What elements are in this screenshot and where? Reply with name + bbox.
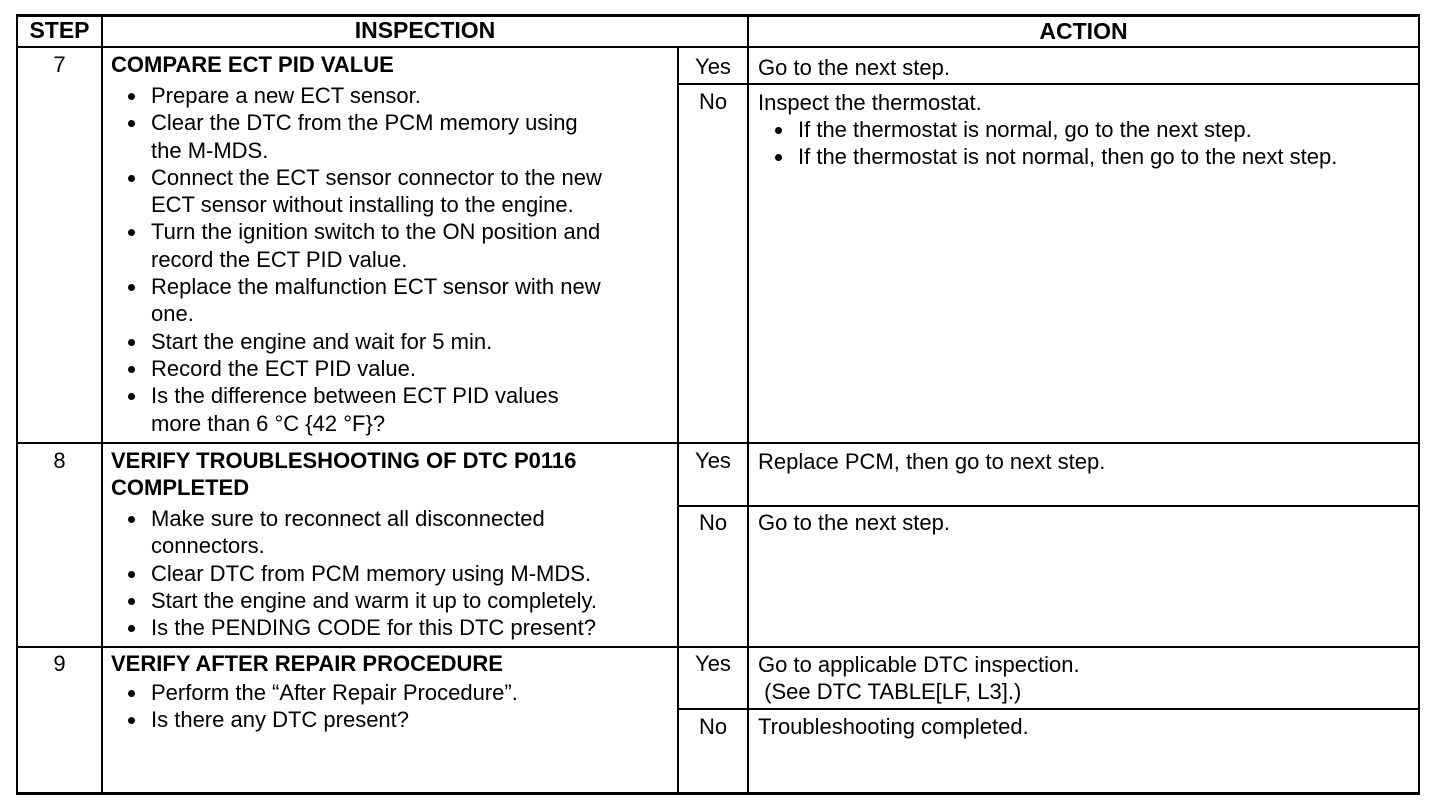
action-bullet: If the thermostat is not normal, then go… <box>758 143 1337 170</box>
table-border-top <box>16 14 1420 17</box>
table-border-bottom <box>16 792 1420 795</box>
inspection-bullet: Start the engine and wait for 5 min. <box>111 328 602 355</box>
row-8-yes-no-rule <box>677 505 1420 507</box>
inspection-bullet-list: Perform the “After Repair Procedure”. Is… <box>111 679 518 734</box>
row-7-bottom-rule <box>16 442 1420 444</box>
inspection-title: COMPARE ECT PID VALUE <box>111 52 394 77</box>
no-label: No <box>698 714 728 739</box>
inspection-bullet: Connect the ECT sensor connector to the … <box>111 164 602 219</box>
inspection-bullet: Is the difference between ECT PID values… <box>111 382 602 437</box>
inspection-bullet: Is the PENDING CODE for this DTC present… <box>111 614 597 641</box>
inspection-title: COMPLETED <box>111 475 250 500</box>
yes-label: Yes <box>695 651 731 676</box>
action-column-divider <box>747 14 749 795</box>
inspection-bullet: Prepare a new ECT sensor. <box>111 82 602 109</box>
inspection-bullet: Clear DTC from PCM memory using M-MDS. <box>111 560 597 587</box>
yesno-column-divider <box>677 48 679 795</box>
header-inspection: INSPECTION <box>354 17 496 43</box>
yes-action-reference: (See DTC TABLE[LF, L3].) <box>758 679 1022 704</box>
no-label: No <box>698 89 728 114</box>
step-number: 9 <box>53 651 66 676</box>
step-number: 7 <box>53 52 66 77</box>
yes-action: Go to applicable DTC inspection. <box>758 652 1080 677</box>
inspection-title: VERIFY AFTER REPAIR PROCEDURE <box>111 651 503 676</box>
inspection-bullet: Record the ECT PID value. <box>111 355 602 382</box>
no-action-bullet-list: If the thermostat is normal, go to the n… <box>758 116 1337 171</box>
no-label: No <box>698 510 728 535</box>
inspection-title: VERIFY TROUBLESHOOTING OF DTC P0116 <box>111 448 577 473</box>
row-7-yes-no-rule <box>677 83 1420 85</box>
yes-action: Go to the next step. <box>758 55 951 80</box>
header-action: ACTION <box>1039 18 1128 44</box>
yes-action: Replace PCM, then go to next step. <box>758 449 1106 474</box>
action-bullet: If the thermostat is normal, go to the n… <box>758 116 1337 143</box>
inspection-bullet: Turn the ignition switch to the ON posit… <box>111 218 602 273</box>
header-bottom-rule <box>16 46 1420 48</box>
row-8-bottom-rule <box>16 646 1420 648</box>
no-action: Inspect the thermostat. <box>758 90 982 115</box>
no-action: Troubleshooting completed. <box>758 714 1029 739</box>
no-action: Go to the next step. <box>758 510 951 535</box>
step-column-divider <box>101 14 103 795</box>
yes-label: Yes <box>695 448 731 473</box>
inspection-bullet: Start the engine and warm it up to compl… <box>111 587 597 614</box>
table-border-left <box>16 14 18 795</box>
inspection-bullet: Is there any DTC present? <box>111 706 518 733</box>
yes-label: Yes <box>695 54 731 79</box>
row-9-yes-no-rule <box>677 708 1420 710</box>
step-number: 8 <box>53 448 66 473</box>
header-step: STEP <box>29 17 90 43</box>
inspection-bullet: Perform the “After Repair Procedure”. <box>111 679 518 706</box>
inspection-bullet-list: Prepare a new ECT sensor. Clear the DTC … <box>111 82 602 437</box>
inspection-bullet: Replace the malfunction ECT sensor with … <box>111 273 602 328</box>
table-border-right <box>1418 14 1420 795</box>
